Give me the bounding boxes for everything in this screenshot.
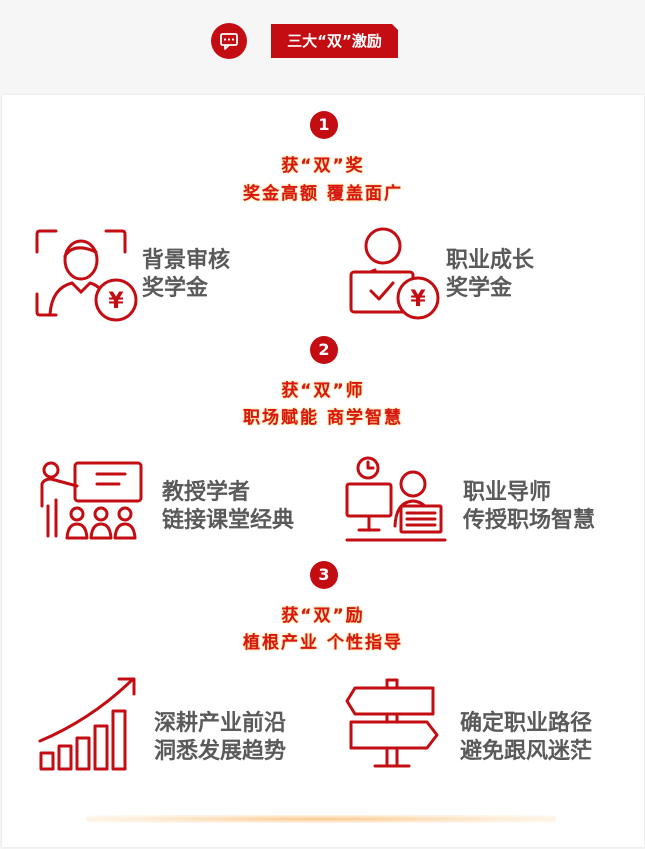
user-face-scan-yuan-icon: ¥ bbox=[34, 228, 144, 322]
item-label-line1: 背景审核 bbox=[142, 248, 231, 273]
item-label-line1: 教授学者 bbox=[162, 480, 251, 505]
user-laptop-yuan-icon: ¥ bbox=[345, 226, 445, 322]
item-label-line1: 职业成长 bbox=[446, 248, 535, 273]
teacher-classroom-icon bbox=[37, 460, 149, 542]
svg-text:¥: ¥ bbox=[410, 287, 426, 312]
section-number-badge: 1 bbox=[310, 111, 338, 139]
section-number-badge: 3 bbox=[310, 561, 338, 589]
header-bar: 三大“双”激励 bbox=[0, 0, 645, 92]
section-number-badge: 2 bbox=[310, 336, 338, 364]
chat-bubble-icon bbox=[211, 23, 247, 59]
item-label-line2: 传授职场智慧 bbox=[463, 508, 596, 533]
item-label-line1: 确定职业路径 bbox=[460, 711, 593, 736]
section-subheading: 职场赋能 商学智慧 bbox=[243, 408, 403, 428]
section-heading: 获“双”师 bbox=[281, 381, 365, 401]
item-label-line1: 职业导师 bbox=[463, 480, 552, 505]
incentives-card: 1 获“双”奖 奖金高额 覆盖面广 ¥ 背景审核 奖学金 bbox=[2, 95, 644, 847]
item-label-line1: 深耕产业前沿 bbox=[154, 711, 287, 736]
item-label-line2: 避免跟风迷茫 bbox=[460, 739, 593, 764]
corner-fold bbox=[391, 23, 399, 31]
section-heading: 获“双”奖 bbox=[281, 156, 365, 176]
growth-bar-chart-icon bbox=[37, 675, 139, 775]
section-heading: 获“双”励 bbox=[281, 606, 365, 626]
item-label-line2: 洞悉发展趋势 bbox=[154, 739, 287, 764]
page-title: 三大“双”激励 bbox=[271, 23, 399, 58]
mentor-desk-clock-icon bbox=[345, 456, 449, 544]
section-subheading: 奖金高额 覆盖面广 bbox=[243, 184, 403, 204]
signpost-icon bbox=[345, 676, 441, 772]
item-label-line2: 链接课堂经典 bbox=[162, 508, 295, 533]
svg-text:¥: ¥ bbox=[108, 289, 124, 314]
section-subheading: 植根产业 个性指导 bbox=[243, 633, 403, 653]
page-title-text: 三大“双”激励 bbox=[287, 32, 382, 50]
bottom-glow-divider bbox=[86, 815, 556, 823]
item-label-line2: 奖学金 bbox=[446, 276, 513, 301]
item-label-line2: 奖学金 bbox=[142, 276, 209, 301]
